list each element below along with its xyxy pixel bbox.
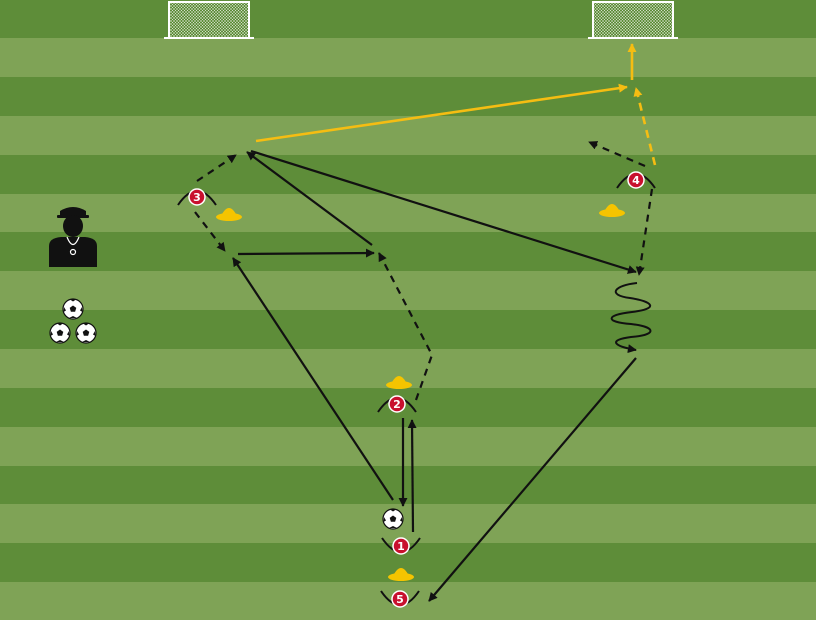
ball-patch (69, 316, 77, 318)
cone-body (391, 376, 407, 384)
ball-patch (67, 331, 70, 336)
pass-arrow-to-top (246, 151, 373, 246)
pass-arrow-long-diagonal (250, 149, 637, 274)
run-arrow-4-down (635, 188, 654, 276)
player-number: 4 (632, 174, 640, 187)
balls (49, 298, 404, 530)
player-circle (392, 537, 410, 555)
run-arrows (194, 140, 654, 401)
run-arrow-3-down (194, 211, 226, 252)
player-number: 2 (393, 398, 401, 411)
player-circle (627, 171, 645, 189)
pass-arrows (232, 149, 637, 602)
cone-body (393, 568, 409, 576)
cones (216, 204, 625, 581)
ball-patch (63, 307, 66, 312)
grass-stripe (0, 388, 816, 427)
ball-patch (76, 331, 79, 336)
ball-patch (57, 323, 63, 326)
ball-patch (82, 340, 90, 342)
soccer-ball-icon (75, 322, 97, 344)
player-marker: 3 (177, 188, 217, 206)
grass-stripe (0, 349, 816, 388)
pass-arrow-to-5 (428, 357, 637, 602)
pass-arrow-across (237, 248, 375, 258)
player-marker: 5 (380, 590, 420, 608)
goal-right (588, 1, 678, 39)
run-arrow-3-up (196, 154, 237, 182)
ball-patch (93, 331, 96, 336)
ball-patch (80, 307, 83, 312)
ball-patch (69, 305, 77, 312)
grass-stripe (0, 466, 816, 504)
grass-stripe (0, 38, 816, 77)
grass-stripe (0, 155, 816, 194)
cone-body (604, 204, 620, 212)
goal-left (164, 1, 254, 39)
shot-arrows (255, 43, 657, 166)
ball-patch (83, 323, 89, 326)
ball-patch (390, 509, 396, 512)
grass-stripe (0, 0, 816, 38)
player-marker: 2 (377, 395, 417, 413)
soccer-ball-icon (382, 508, 404, 530)
grass-stripe (0, 504, 816, 543)
grass-stripe (0, 427, 816, 466)
cone-icon (599, 204, 625, 217)
coach-icon (49, 207, 97, 267)
ball-patch (56, 329, 64, 336)
cone-body (221, 208, 237, 216)
player-circle (388, 395, 406, 413)
player-circle (391, 590, 409, 608)
dribble-path (610, 282, 652, 354)
soccer-ball-icon (49, 322, 71, 344)
players: 1 2 3 4 5 (177, 171, 656, 608)
player-number: 1 (397, 540, 405, 553)
ball-patch (389, 515, 397, 522)
grass-stripe (0, 271, 816, 310)
soccer-ball-icon (62, 298, 84, 320)
shot-arrow-cross (255, 83, 628, 143)
ball-patch (82, 329, 90, 336)
player-number: 3 (193, 191, 201, 204)
grass-stripe (0, 77, 816, 116)
run-arrow-2 (378, 252, 434, 401)
ball-patch (389, 526, 397, 528)
ball-patch (56, 340, 64, 342)
grass-stripe (0, 116, 816, 155)
cone-icon (386, 376, 412, 389)
player-marker: 1 (381, 537, 421, 555)
player-marker: 4 (616, 171, 656, 189)
pass-arrow-1-to-left (232, 257, 394, 501)
ball-patch (70, 299, 76, 302)
ball-patch (50, 331, 53, 336)
grass-stripe (0, 310, 816, 349)
pass-arrow-2-to-1 (407, 419, 417, 533)
run-arrow-4-left (588, 140, 646, 168)
player-number: 5 (396, 593, 404, 606)
player-circle (188, 188, 206, 206)
ball-patch (400, 517, 403, 522)
cone-icon (388, 568, 414, 581)
grass-stripe (0, 232, 816, 271)
ball-patch (383, 517, 386, 522)
cone-icon (216, 208, 242, 221)
